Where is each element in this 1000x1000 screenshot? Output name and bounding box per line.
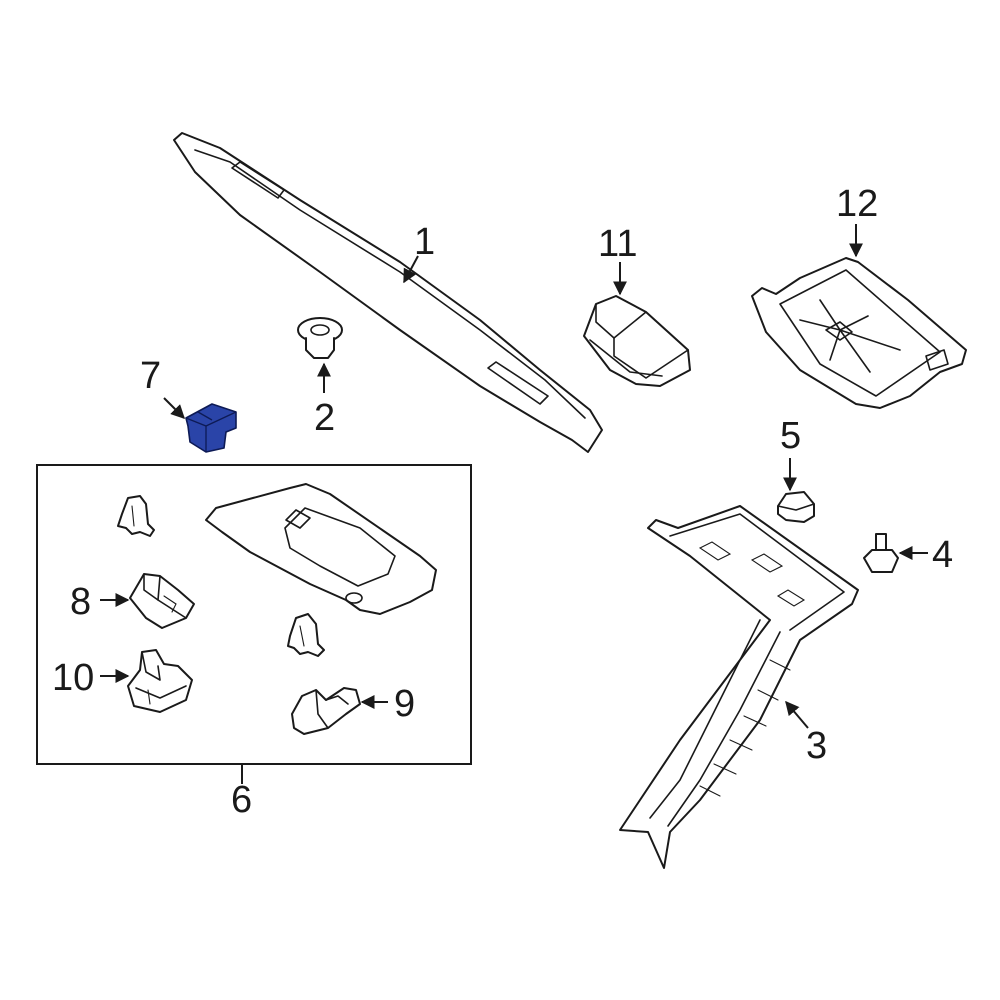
leader-lines — [100, 224, 928, 784]
visor-clip-lower[interactable] — [287, 613, 325, 657]
part-6-group-box — [36, 464, 472, 765]
callout-7: 7 — [140, 355, 161, 397]
callout-6: 6 — [231, 779, 252, 821]
callout-5: 5 — [780, 415, 801, 457]
part-12-console-frame[interactable] — [751, 257, 967, 409]
part-2-clip-nut[interactable] — [297, 317, 343, 359]
callout-2: 2 — [314, 397, 335, 439]
callout-1: 1 — [414, 221, 435, 263]
callout-9: 9 — [394, 683, 415, 725]
callout-12: 12 — [836, 183, 878, 225]
part-4-bolt[interactable] — [863, 533, 899, 573]
callout-4: 4 — [932, 534, 953, 576]
sun-visor[interactable] — [205, 483, 437, 615]
part-7-clip-highlighted[interactable] — [185, 403, 237, 453]
callout-labels: 1 2 3 4 5 6 7 8 9 10 11 12 — [52, 183, 953, 821]
callout-3: 3 — [806, 725, 827, 767]
callout-8: 8 — [70, 581, 91, 623]
part-8-clip-bracket[interactable] — [129, 573, 195, 629]
callout-10: 10 — [52, 657, 94, 699]
part-9-hook-clip[interactable] — [291, 687, 361, 735]
visor-clip-upper[interactable] — [117, 495, 155, 537]
part-5-retainer[interactable] — [777, 491, 815, 523]
part-1-trim-strip[interactable] — [173, 132, 603, 453]
part-11-dome-light[interactable] — [583, 295, 691, 387]
part-3-pillar-trim[interactable] — [619, 505, 859, 869]
callout-11: 11 — [598, 223, 637, 265]
part-10-clip-base[interactable] — [127, 649, 193, 713]
